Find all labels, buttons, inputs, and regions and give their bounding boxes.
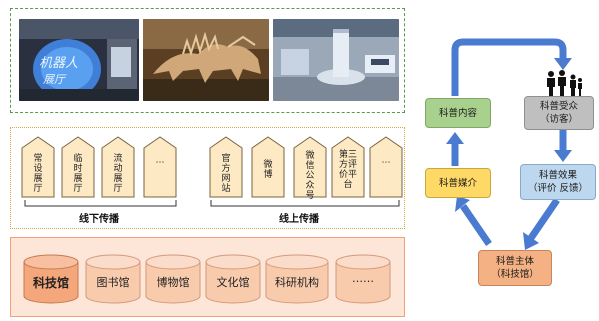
exhibit-photo-1: 机器人 展厅 (19, 19, 139, 101)
institution-cylinder: 科研机构 (265, 254, 329, 304)
channels-panel: 常设展厅 临时展厅 流动展厅 ⋯ 官方网站 微博 微信公众号 第三方评价平台 ⋯… (10, 127, 405, 229)
node-content-label: 科普内容 (438, 107, 477, 119)
channel-house-label: 微博 (263, 160, 273, 180)
people-icon (547, 70, 582, 96)
node-audience: 科普受众 （访客） (524, 96, 594, 130)
channel-house-label: 微信公众号 (305, 151, 315, 201)
svg-text:展厅: 展厅 (43, 73, 67, 86)
node-effect: 科普效果 （评价 反馈） (520, 164, 596, 200)
institution-label: 文化馆 (216, 276, 250, 289)
institution-label: 图书馆 (96, 276, 130, 289)
institution-cylinder: 文化馆 (205, 254, 261, 304)
node-content: 科普内容 (425, 98, 491, 128)
arrow-effect-to-subject (528, 198, 560, 240)
node-subject-subtitle: （科技馆） (491, 269, 539, 280)
arrow-content-to-audience (451, 38, 567, 96)
institution-cylinder: …… (335, 254, 391, 304)
photo-panel: 机器人 展厅 (10, 8, 405, 113)
channel-house-label: 第三方评价平台 (338, 150, 357, 190)
group-braces (24, 200, 400, 207)
exhibit-photo-3 (273, 19, 399, 101)
node-subject: 科普主体 （科技馆） (478, 250, 552, 286)
channel-house-label: ⋯ (381, 158, 391, 168)
channel-house-label: 临时展厅 (73, 154, 83, 194)
offline-label: 线下传播 (79, 214, 119, 225)
online-label: 线上传播 (279, 214, 319, 225)
institution-cylinder: 图书馆 (85, 254, 141, 304)
channel-house-label: ⋯ (155, 158, 165, 168)
cycle-arrows (446, 38, 572, 250)
institution-label: 科技馆 (32, 276, 69, 290)
node-audience-subtitle: （访客） (539, 114, 578, 125)
channel-house-label: 常设展厅 (33, 154, 43, 194)
node-effect-title: 科普效果 (538, 170, 577, 181)
institution-label: 科研机构 (275, 276, 319, 289)
exhibit-photo-2 (143, 19, 269, 101)
channel-house-label: 流动展厅 (113, 154, 123, 194)
node-media-label: 科普媒介 (438, 177, 477, 189)
node-subject-title: 科普主体 (495, 256, 534, 267)
arrow-subject-to-media (460, 204, 492, 246)
svg-text:机器人: 机器人 (39, 56, 78, 71)
node-audience-title: 科普受众 (539, 101, 578, 112)
institutions-panel: 科技馆 图书馆 博物馆 文化馆 科研机构 …… (10, 237, 405, 317)
channel-house-label: 官方网站 (221, 154, 231, 194)
institution-label: …… (352, 272, 374, 285)
node-media: 科普媒介 (425, 168, 491, 198)
institution-cylinder: 博物馆 (145, 254, 201, 304)
institution-label: 博物馆 (156, 276, 190, 289)
institution-cylinder: 科技馆 (23, 254, 79, 304)
node-effect-subtitle: （评价 反馈） (527, 183, 589, 194)
